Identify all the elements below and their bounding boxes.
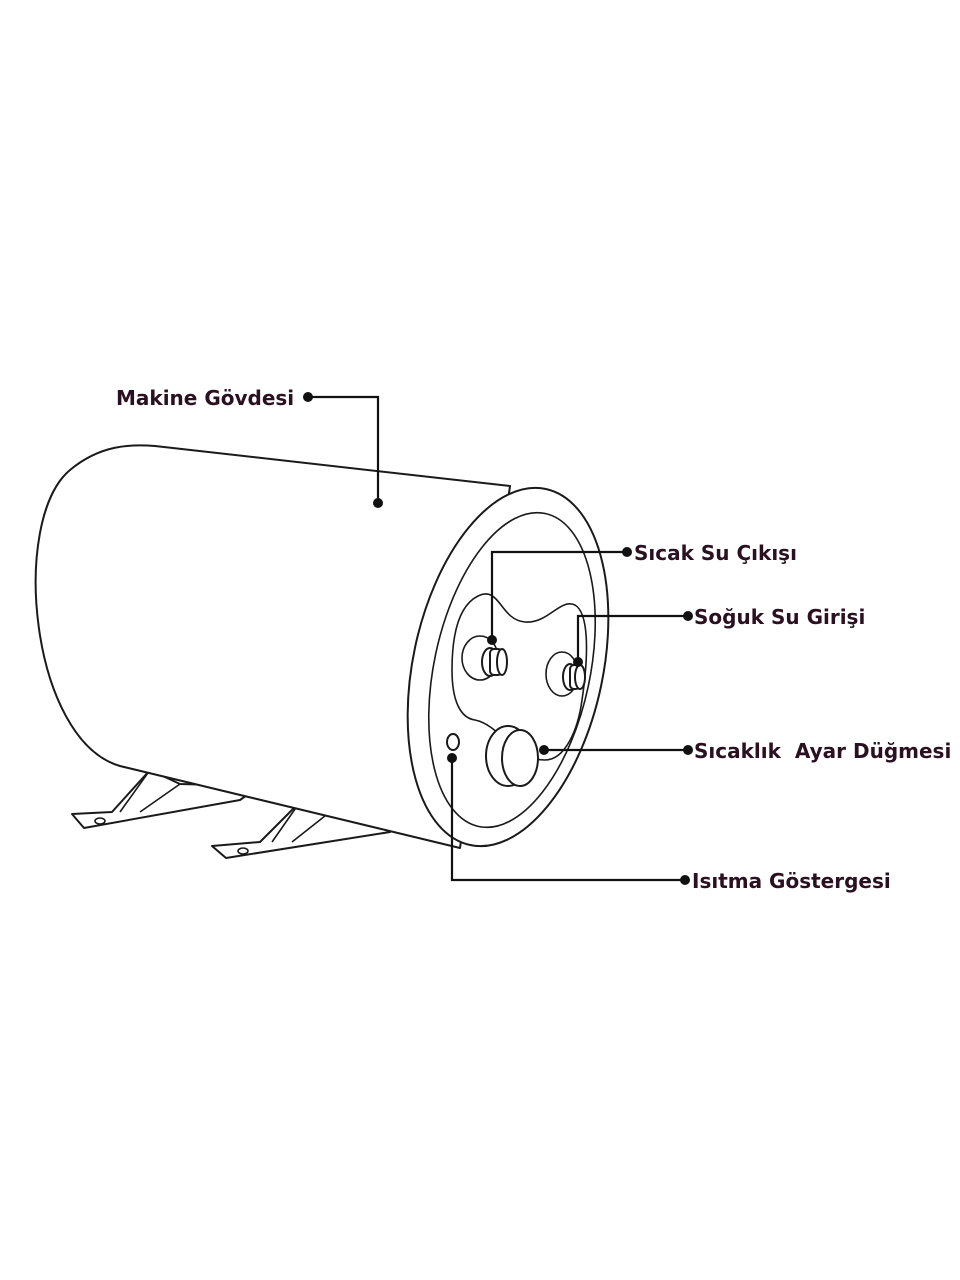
leader-cold-inlet [573, 611, 693, 667]
tank-body [34, 444, 511, 849]
label-hot-outlet: Sıcak Su Çıkışı [634, 541, 797, 565]
front-cap-outer [406, 486, 610, 848]
label-heating-indicator: Isıtma Göstergesi [692, 869, 891, 893]
leader-body [303, 392, 383, 508]
label-cold-inlet: Soğuk Su Girişi [694, 605, 865, 629]
control-panel-plate [451, 593, 588, 761]
hot-water-outlet [461, 635, 508, 681]
leader-heating-indicator [447, 753, 690, 885]
cold-water-inlet [545, 651, 586, 697]
leader-thermostat [539, 745, 693, 755]
leader-hot-outlet [487, 547, 632, 645]
label-body: Makine Gövdesi [116, 386, 294, 410]
label-thermostat-knob: Sıcaklık Ayar Düğmesi [694, 739, 951, 763]
front-cap-inner [427, 511, 597, 829]
thermostat-knob [485, 725, 539, 787]
heating-indicator-lamp [446, 733, 460, 751]
